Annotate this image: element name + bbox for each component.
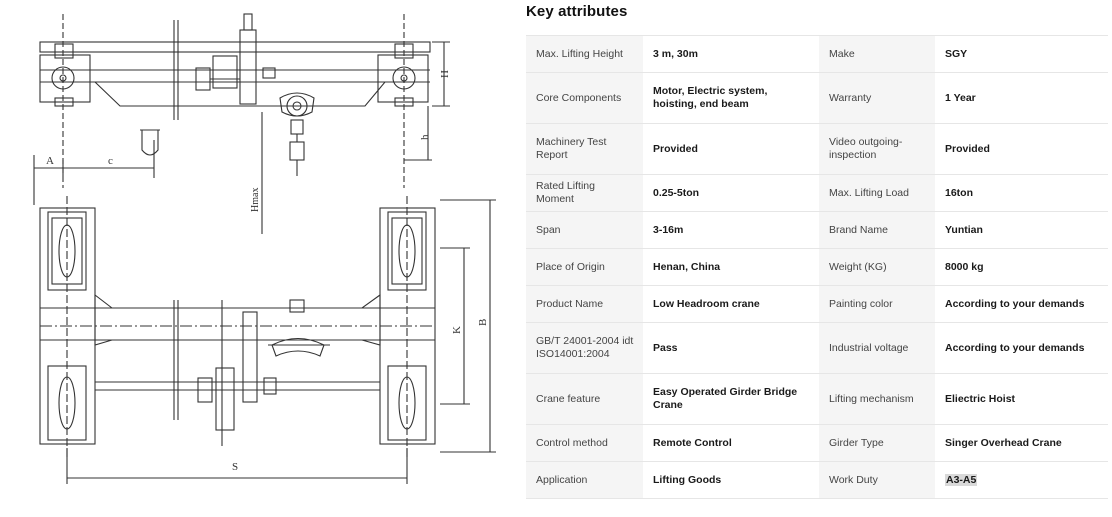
elevation-view: H h Hmax A c: [33, 13, 451, 234]
attribute-value: Henan, China: [643, 248, 819, 286]
attribute-value: 8000 kg: [935, 248, 1108, 286]
attribute-value: Singer Overhead Crane: [935, 424, 1108, 462]
attribute-value: 16ton: [935, 174, 1108, 212]
dim-label-H: H: [439, 70, 451, 78]
attribute-value: Low Headroom crane: [643, 285, 819, 323]
attribute-value: Provided: [935, 123, 1108, 175]
plan-view: K B S: [39, 196, 496, 484]
attribute-key: Control method: [526, 424, 643, 462]
attribute-value: Motor, Electric system, hoisting, end be…: [643, 72, 819, 124]
dim-label-K: K: [451, 326, 463, 334]
attribute-key: Make: [819, 35, 935, 73]
attribute-key: Place of Origin: [526, 248, 643, 286]
highlighted-value: A3-A5: [945, 473, 978, 486]
attribute-key: Machinery Test Report: [526, 123, 643, 175]
attribute-value: SGY: [935, 35, 1108, 73]
attribute-value: Eliectric Hoist: [935, 373, 1108, 425]
attribute-key: Warranty: [819, 72, 935, 124]
dim-label-h: h: [419, 134, 431, 140]
attribute-key: GB/T 24001-2004 idt ISO14001:2004: [526, 322, 643, 374]
dim-label-B: B: [477, 319, 489, 326]
attribute-value: Pass: [643, 322, 819, 374]
attribute-key: Crane feature: [526, 373, 643, 425]
dim-label-A: A: [46, 155, 54, 167]
attribute-value: According to your demands: [935, 322, 1108, 374]
attribute-value: Easy Operated Girder Bridge Crane: [643, 373, 819, 425]
attribute-key: Brand Name: [819, 211, 935, 249]
dim-label-c: c: [108, 155, 113, 167]
attribute-key: Core Components: [526, 72, 643, 124]
attribute-value: 3-16m: [643, 211, 819, 249]
attribute-value: Remote Control: [643, 424, 819, 462]
attribute-value: Yuntian: [935, 211, 1108, 249]
attribute-key: Product Name: [526, 285, 643, 323]
attribute-value: 3 m, 30m: [643, 35, 819, 73]
attribute-value: Provided: [643, 123, 819, 175]
attribute-value: Lifting Goods: [643, 461, 819, 499]
dim-label-S: S: [232, 461, 238, 473]
attribute-value: According to your demands: [935, 285, 1108, 323]
dim-label-Hmax: Hmax: [250, 188, 261, 212]
attribute-key: Video outgoing-inspection: [819, 123, 935, 175]
attribute-key: Girder Type: [819, 424, 935, 462]
attribute-value: 1 Year: [935, 72, 1108, 124]
attribute-value: A3-A5: [935, 461, 1108, 499]
attribute-key: Painting color: [819, 285, 935, 323]
attribute-key: Rated Lifting Moment: [526, 174, 643, 212]
attribute-key: Application: [526, 461, 643, 499]
attribute-key: Span: [526, 211, 643, 249]
attribute-key: Work Duty: [819, 461, 935, 499]
key-attributes-title: Key attributes: [526, 3, 628, 20]
attribute-key: Weight (KG): [819, 248, 935, 286]
attribute-key: Lifting mechanism: [819, 373, 935, 425]
attribute-key: Max. Lifting Height: [526, 35, 643, 73]
attribute-key: Max. Lifting Load: [819, 174, 935, 212]
attribute-key: Industrial voltage: [819, 322, 935, 374]
attribute-value: 0.25-5ton: [643, 174, 819, 212]
crane-technical-drawing: H h Hmax A c: [0, 0, 510, 517]
